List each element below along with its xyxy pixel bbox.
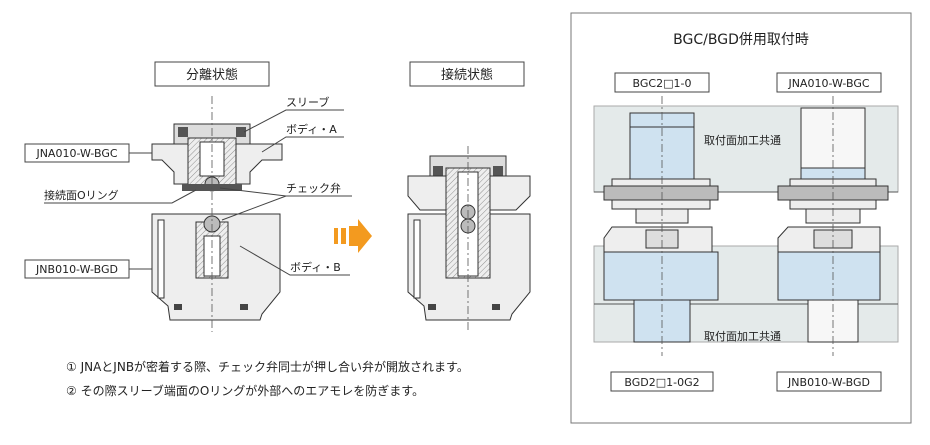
connected-assembly [407, 155, 531, 321]
right-coupler-stack [777, 107, 889, 343]
model-label-top: JNA010-W-BGC [35, 147, 117, 160]
separated-state-diagram: 分離状態 JNA010-W-BGC JNB010-W-B [24, 61, 352, 332]
mounting-panel: BGC/BGD併用取付時 BGC2□1-0 JNA010-W-BGC [570, 12, 912, 424]
label-top-right: JNA010-W-BGC [787, 77, 869, 90]
title-box-separated [154, 61, 270, 87]
jnb-bottom-component [151, 213, 281, 321]
note-1: ① JNAとJNBが密着する際、チェック弁同士が押し合い弁が開放されます。 [66, 359, 469, 374]
callout-body-a: ボディ・A [286, 122, 337, 136]
seal-left [178, 127, 188, 137]
jna-top-component [151, 123, 283, 192]
label-top-right-box [776, 72, 882, 93]
callout-oring: 接続面Oリング [44, 188, 119, 202]
callout-check-valve: チェック弁 [286, 181, 341, 195]
label-bottom-left-box [610, 371, 714, 392]
callout-body-b: ボディ・B [290, 260, 341, 274]
common-mounting-top: 取付面加工共通 [704, 134, 781, 147]
label-top-left-box [614, 72, 710, 93]
callout-sleeve: スリーブ [286, 95, 329, 109]
label-bottom-right: JNB010-W-BGD [787, 376, 870, 389]
label-bottom-left: BGD2□1-0G2 [624, 376, 699, 389]
transition-arrow-icon [334, 219, 372, 253]
note-2: ② その際スリーブ端面のOリングが外部へのエアモレを防ぎます。 [66, 383, 424, 398]
label-top-left: BGC2□1-0 [633, 77, 692, 90]
seal-right [236, 127, 246, 137]
left-coupler-stack [603, 112, 719, 343]
title-separated: 分離状態 [186, 67, 238, 83]
title-box-connected [409, 61, 525, 87]
connected-state-diagram: 接続状態 [407, 61, 531, 332]
mounting-panel-title: BGC/BGD併用取付時 [673, 32, 809, 48]
common-mounting-bottom: 取付面加工共通 [704, 330, 781, 343]
title-connected: 接続状態 [441, 67, 493, 83]
label-bottom-right-box [776, 371, 882, 392]
model-label-bottom: JNB010-W-BGD [35, 263, 118, 276]
